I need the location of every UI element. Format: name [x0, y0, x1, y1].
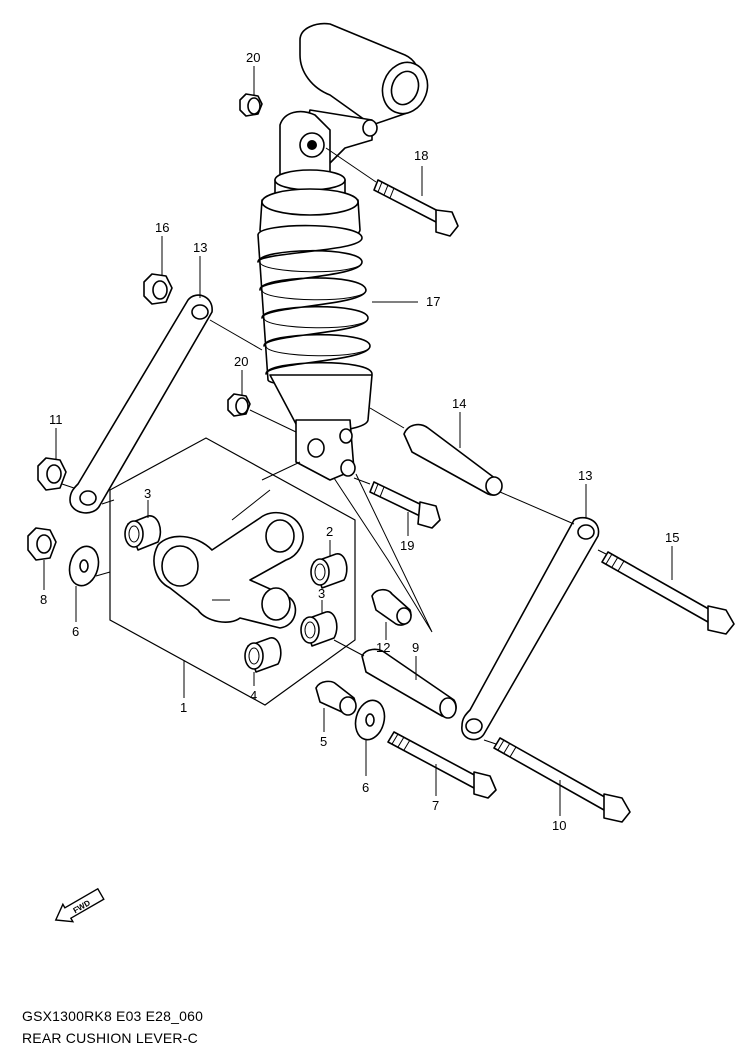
- callout-6-right: 6: [362, 780, 369, 795]
- bolt-19[interactable]: [369, 481, 441, 529]
- callout-1: 1: [180, 700, 187, 715]
- callout-12: 12: [376, 640, 390, 655]
- callout-19: 19: [400, 538, 414, 553]
- bearing-4[interactable]: [244, 637, 282, 673]
- bolt-10[interactable]: [493, 737, 631, 823]
- bolt-18[interactable]: [373, 179, 459, 237]
- callout-3-lower: 3: [318, 586, 325, 601]
- callout-14: 14: [452, 396, 466, 411]
- spacer-9[interactable]: [361, 648, 457, 719]
- callout-13-left: 13: [193, 240, 207, 255]
- rear-shock-absorber[interactable]: [257, 22, 435, 481]
- callout-4: 4: [250, 688, 257, 703]
- callout-9: 9: [412, 640, 419, 655]
- nut-20-top[interactable]: [239, 93, 263, 117]
- callout-16: 16: [155, 220, 169, 235]
- callout-7: 7: [432, 798, 439, 813]
- link-rod-13-left[interactable]: [69, 294, 213, 514]
- nut-8[interactable]: [27, 527, 57, 561]
- washer-6-left[interactable]: [65, 543, 102, 589]
- spacer-14[interactable]: [403, 423, 503, 496]
- callout-labels: 20 18 16 13 17 20 11 14 13 15 3 2 3 19 8…: [40, 50, 679, 833]
- callout-3-upper: 3: [144, 486, 151, 501]
- callout-20-top: 20: [246, 50, 260, 65]
- diagram-title: REAR CUSHION LEVER-C: [22, 1030, 198, 1046]
- fwd-arrow-icon: FWD: [54, 887, 105, 923]
- callout-20-middle: 20: [234, 354, 248, 369]
- diagram-code: GSX1300RK8 E03 E28_060: [22, 1008, 204, 1024]
- callout-10: 10: [552, 818, 566, 833]
- callout-15: 15: [665, 530, 679, 545]
- callout-18: 18: [414, 148, 428, 163]
- callout-13-right: 13: [578, 468, 592, 483]
- cushion-lever-assembly-1[interactable]: [109, 437, 356, 706]
- callout-5: 5: [320, 734, 327, 749]
- callout-8: 8: [40, 592, 47, 607]
- bearing-3-upper[interactable]: [124, 515, 162, 551]
- callout-6-left: 6: [72, 624, 79, 639]
- bolt-7[interactable]: [387, 731, 497, 799]
- nut-20-middle[interactable]: [227, 393, 251, 417]
- assembly-guide-lines: [61, 147, 607, 745]
- callout-17: 17: [426, 294, 440, 309]
- bearing-2[interactable]: [310, 553, 348, 589]
- link-rod-13-right[interactable]: [461, 516, 600, 741]
- washer-6-right[interactable]: [351, 697, 388, 743]
- callout-leaders: [43, 66, 673, 816]
- bolt-15[interactable]: [601, 551, 735, 635]
- callout-2: 2: [326, 524, 333, 539]
- nut-11[interactable]: [37, 457, 67, 491]
- nut-16[interactable]: [143, 273, 173, 305]
- collar-12[interactable]: [371, 588, 412, 626]
- callout-11: 11: [49, 412, 63, 427]
- bearing-3-lower[interactable]: [300, 611, 338, 647]
- collar-5[interactable]: [315, 680, 357, 716]
